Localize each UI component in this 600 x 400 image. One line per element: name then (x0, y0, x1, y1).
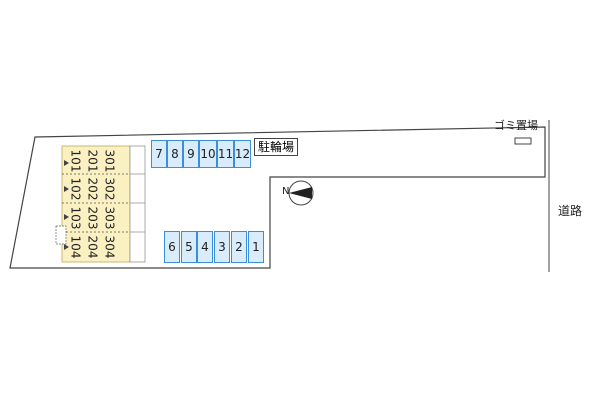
parking-space: 5 (181, 231, 197, 263)
unit-number: 301 (102, 149, 117, 173)
unit-number: 203 (85, 206, 100, 230)
unit-number: 103 (68, 206, 83, 230)
road-label: 道路 (558, 204, 583, 218)
north-arrow-icon (288, 180, 314, 206)
north-label: N (282, 186, 290, 197)
parking-space: 3 (214, 231, 230, 263)
garbage-label: ゴミ置場 (494, 119, 538, 132)
parking-space: 7 (151, 140, 167, 168)
unit-number: 104 (68, 235, 83, 259)
parking-space: 4 (197, 231, 213, 263)
parking-space: 2 (231, 231, 247, 263)
parking-space: 9 (183, 140, 199, 168)
unit-number: 201 (85, 149, 100, 173)
unit-number: 302 (102, 177, 117, 201)
building (61, 145, 131, 263)
unit-number: 102 (68, 177, 83, 201)
parking-space: 1 (248, 231, 264, 263)
parking-space: 10 (199, 140, 217, 168)
parking-space: 8 (167, 140, 183, 168)
unit-number: 304 (102, 235, 117, 259)
parking-space: 11 (217, 140, 234, 168)
parking-space: 6 (164, 231, 180, 263)
unit-number: 202 (85, 177, 100, 201)
unit-number: 204 (85, 235, 100, 259)
unit-number: 303 (102, 206, 117, 230)
unit-number: 101 (68, 149, 83, 173)
garbage-station (514, 137, 532, 145)
parking-space: 12 (234, 140, 251, 168)
bicycle-parking-label: 駐輪場 (254, 138, 299, 156)
